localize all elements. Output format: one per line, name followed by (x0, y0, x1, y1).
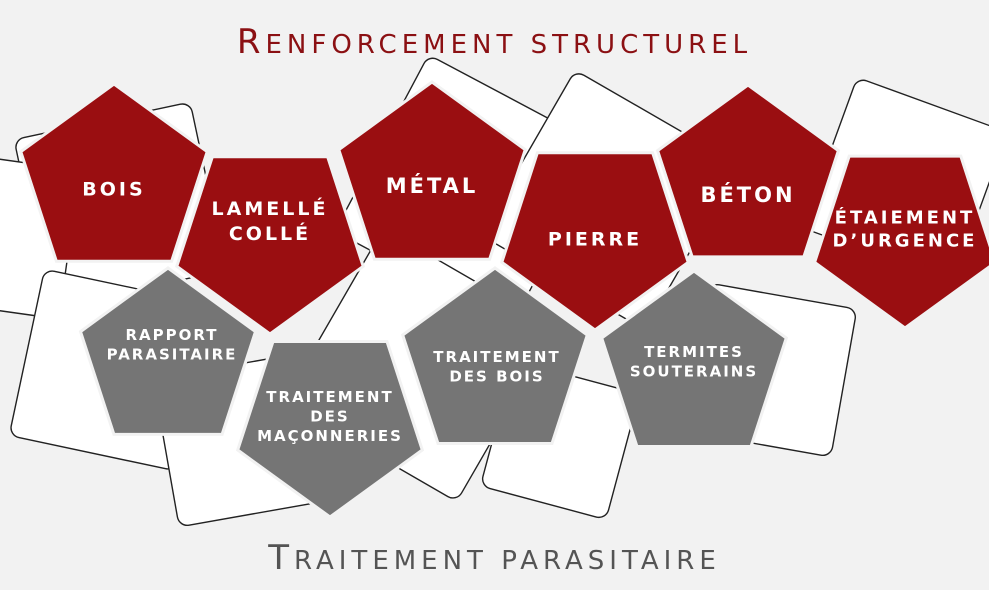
pentagon-shape (19, 82, 209, 263)
pentagon-label-line: DES (310, 408, 350, 426)
pentagon-shape (400, 266, 590, 445)
title-traitement-parasitaire: Traitement parasitaire (268, 538, 721, 578)
pentagon-shape (655, 83, 841, 259)
title-renforcement-structurel: Renforcement structurel (236, 22, 753, 62)
pentagon-label-line: TERMITES (644, 343, 744, 361)
pentagon-shape (78, 266, 258, 436)
pentagon-label-line: TRAITEMENT (266, 388, 393, 406)
pentagon-structural-3[interactable]: PIERRE (500, 151, 690, 332)
pentagon-label-line: D’URGENCE (833, 231, 978, 252)
pentagon-label-line: LAMELLÉ (212, 197, 329, 220)
pentagon-shape (812, 154, 989, 330)
pentagon-structural-4[interactable]: BÉTON (655, 83, 841, 259)
pentagon-label-line: RAPPORT (125, 326, 218, 344)
pentagon-label-line: BÉTON (700, 182, 795, 207)
pentagon-label-line: ÉTAIEMENT (835, 206, 976, 228)
pentagon-label-line: MÉTAL (386, 173, 479, 198)
pentagon-structural-0[interactable]: BOIS (19, 82, 209, 263)
pentagon-shape (599, 269, 789, 448)
pentagon-label-line: DES BOIS (449, 367, 544, 385)
pentagon-label-line: BOIS (82, 179, 145, 201)
pentagon-label-line: COLLÉ (229, 222, 311, 245)
pentagon-label-line: PIERRE (548, 229, 642, 251)
pentagon-shape (500, 151, 690, 332)
pentagon-label-line: PARASITAIRE (107, 345, 238, 363)
pentagon-label-line: TRAITEMENT (433, 348, 560, 366)
pentagon-label-line: MAÇONNERIES (257, 427, 403, 445)
pentagon-shape (235, 340, 425, 519)
pentagon-label-line: SOUTERAINS (630, 362, 758, 380)
pentagon-structural-5[interactable]: ÉTAIEMENT D’URGENCE (812, 154, 989, 330)
pentagon-shape (175, 155, 365, 336)
pentagon-shape (337, 80, 527, 261)
pentagon-structural-2[interactable]: MÉTAL (337, 80, 527, 261)
